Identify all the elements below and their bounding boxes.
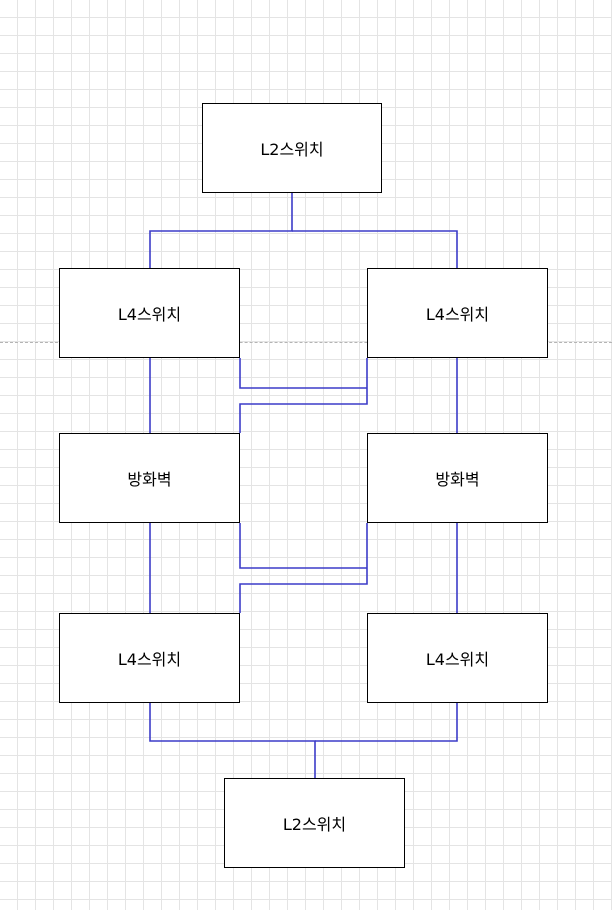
l4-switch-bottom-left[interactable]: L4스위치 xyxy=(59,613,240,703)
connector-l2top-l4topright[interactable] xyxy=(292,230,458,268)
l4-switch-bottom-right-label: L4스위치 xyxy=(425,650,490,669)
l4-switch-bottom-right[interactable]: L4스위치 xyxy=(367,613,548,703)
page-break-line xyxy=(0,342,612,343)
l2-switch-top[interactable]: L2스위치 xyxy=(202,103,382,193)
firewall-right-label: 방화벽 xyxy=(435,470,480,489)
l4-switch-top-left-label: L4스위치 xyxy=(117,305,182,324)
connector-l4bottomright-l2bottom[interactable] xyxy=(315,703,458,742)
l2-switch-bottom-label: L2스위치 xyxy=(282,815,347,834)
l4-switch-top-left[interactable]: L4스위치 xyxy=(59,268,240,358)
l4-switch-bottom-left-label: L4스위치 xyxy=(117,650,182,669)
connector-l4topleft-fwright[interactable] xyxy=(239,358,367,389)
firewall-left[interactable]: 방화벽 xyxy=(59,433,240,523)
connector-fwleft-l4bottomright[interactable] xyxy=(239,523,367,569)
connector-l2top-l4topleft[interactable] xyxy=(149,193,293,268)
firewall-right[interactable]: 방화벽 xyxy=(367,433,548,523)
connector-l4bottomleft-l2bottom[interactable] xyxy=(149,703,316,778)
firewall-left-label: 방화벽 xyxy=(127,470,172,489)
connector-fwright-l4bottomleft[interactable] xyxy=(239,523,368,613)
l4-switch-top-right[interactable]: L4스위치 xyxy=(367,268,548,358)
l2-switch-top-label: L2스위치 xyxy=(260,140,324,159)
l4-switch-top-right-label: L4스위치 xyxy=(425,305,490,324)
connector-l4topright-fwleft[interactable] xyxy=(239,358,368,433)
l2-switch-bottom[interactable]: L2스위치 xyxy=(224,778,405,868)
